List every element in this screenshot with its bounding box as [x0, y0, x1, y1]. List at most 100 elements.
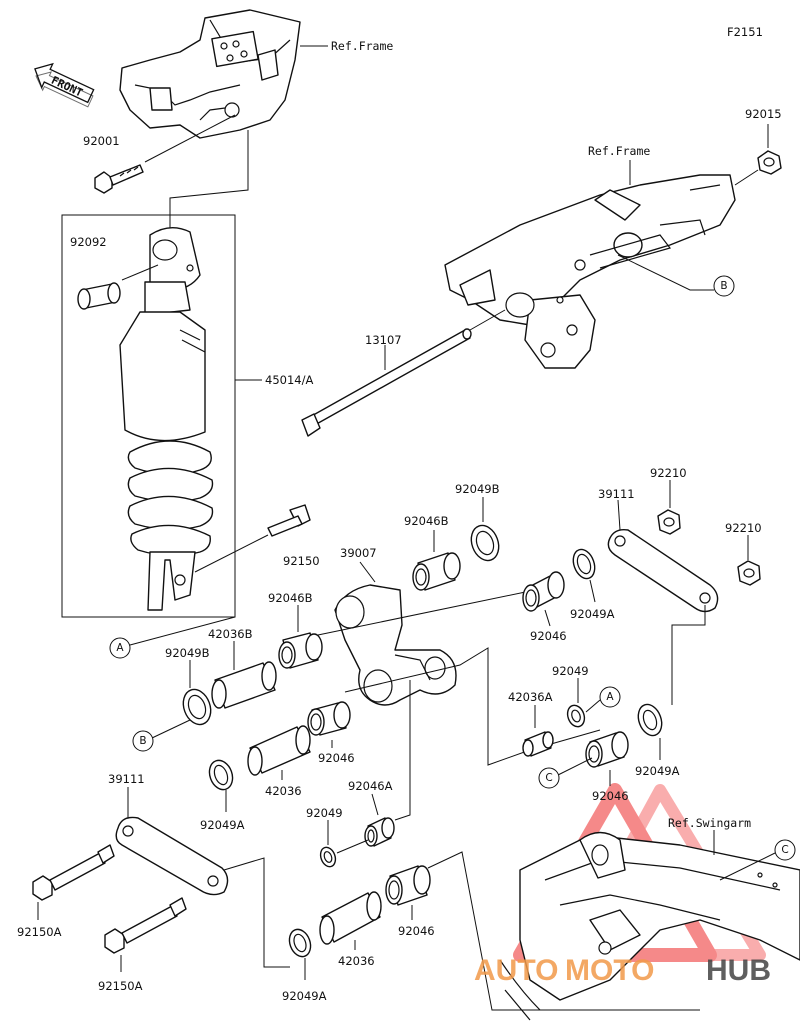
label-92046-mid: 92046: [318, 751, 355, 765]
seal-92049B-left: [182, 688, 212, 726]
label-92015: 92015: [745, 107, 782, 121]
swingarm: [499, 831, 800, 1021]
label-39111-right: 39111: [598, 487, 635, 501]
axis-rocker-upper: [317, 589, 536, 636]
ref-frame-top: Ref.Frame: [331, 39, 393, 53]
label-42036A: 42036A: [508, 690, 553, 704]
label-92049B-top: 92049B: [455, 482, 500, 496]
label-39111-left: 39111: [108, 772, 145, 786]
label-42036-bottom: 42036: [338, 954, 375, 968]
label-92092: 92092: [70, 235, 107, 249]
label-92150A-top: 92150A: [17, 925, 62, 939]
seal-92049A-right-top: [572, 548, 596, 580]
leader-callout-c-right: [719, 852, 776, 881]
watermark-moto: MOTO: [565, 954, 654, 987]
tie-rod-39111-left: [115, 816, 229, 896]
figure-code: F2151: [727, 25, 763, 39]
leader-92049-right: [577, 678, 601, 713]
leader-39111-left-lower: [223, 857, 290, 968]
bearing-92046-right: [522, 571, 565, 612]
bearing-92046A: [364, 817, 395, 847]
label-92150: 92150: [283, 554, 320, 568]
label-92046-bottom: 92046: [398, 924, 435, 938]
label-92049-right: 92049: [552, 664, 589, 678]
seal-92049A-right-lower: [637, 703, 663, 737]
watermark-auto: AUTO: [474, 954, 558, 987]
label-92046A: 92046A: [348, 779, 393, 793]
bolt-92150A-top: [32, 844, 115, 901]
collar-42036-mid: [247, 725, 311, 776]
leader-callout-b-right: [617, 254, 714, 291]
collar-42036A: [522, 731, 554, 757]
label-92150A-bottom: 92150A: [98, 979, 143, 993]
axis-rocker-mid: [394, 680, 411, 821]
callout-c-right: C: [781, 844, 788, 856]
frame-top: [119, 9, 301, 139]
bearing-92046-mid: [307, 701, 351, 736]
collar-42036-bottom: [319, 891, 382, 945]
bolt-92150A-bottom: [104, 897, 187, 954]
callout-a-mid: A: [606, 691, 614, 703]
seal-92049-right: [566, 704, 586, 728]
callout-b-left: B: [139, 735, 146, 747]
bolt-92001: [94, 164, 144, 194]
label-92049A-right-lower: 92049A: [635, 764, 680, 778]
shock-absorber-45014A: [119, 227, 214, 611]
watermark-text: AUTO MOTO HUB: [474, 954, 771, 987]
leader-bottom-to-swingarm: [427, 851, 700, 1011]
bolt-92150: [267, 504, 311, 537]
leader-92046A: [371, 793, 379, 816]
label-92049-left: 92049: [306, 806, 343, 820]
leader-callout-a-top: [129, 616, 236, 646]
rocker-arm-39007: [334, 584, 457, 706]
leader-39111-right-to-92049A: [671, 605, 706, 705]
leader-92001: [144, 114, 236, 163]
ref-swingarm: Ref.Swingarm: [668, 816, 751, 830]
label-92049A-bottom: 92049A: [282, 989, 327, 1003]
leader-92046-right: [544, 609, 551, 627]
tie-rod-39111-right: [607, 528, 719, 613]
label-92210-top: 92210: [650, 466, 687, 480]
watermark-hub: HUB: [706, 954, 771, 987]
leader-92092: [121, 264, 159, 281]
bearing-92046-right-lower: [585, 731, 629, 768]
leader-13107-frame: [469, 309, 506, 331]
callout-a-top: A: [116, 642, 124, 654]
frame-right: [444, 174, 736, 369]
seal-92049A-left: [208, 759, 234, 791]
leader-39007: [359, 561, 376, 583]
label-92049A-right-top: 92049A: [570, 607, 615, 621]
label-92046-right-lower: 92046: [592, 789, 629, 803]
leader-callout-c-mid: [557, 757, 593, 776]
front-arrow-icon: FRONT: [34, 62, 95, 108]
callout-c-mid: C: [545, 772, 552, 784]
label-92001: 92001: [83, 134, 120, 148]
leader-frame-to-shock: [169, 130, 249, 232]
label-92049B-left: 92049B: [165, 646, 210, 660]
label-42036B: 42036B: [208, 627, 253, 641]
label-13107: 13107: [365, 333, 402, 347]
seal-92049B-top: [470, 524, 500, 562]
label-92046B-left: 92046B: [268, 591, 313, 605]
leader-92049-left: [327, 820, 369, 854]
seal-92049A-bottom: [288, 928, 312, 958]
nut-92015: [757, 150, 782, 175]
label-92210-right: 92210: [725, 521, 762, 535]
label-45014A: 45014/A: [265, 373, 313, 387]
leader-92150: [194, 534, 269, 573]
nut-92210-top: [657, 509, 681, 535]
collar-42036B: [211, 661, 277, 709]
label-42036-mid: 42036: [265, 784, 302, 798]
nut-92210-right: [737, 560, 761, 586]
leader-callout-b-left: [151, 719, 191, 739]
shock-bracket-frame: [61, 214, 236, 618]
leader-39111-right: [617, 499, 621, 531]
bearing-92046B-left: [278, 632, 323, 669]
label-92049A-left: 92049A: [200, 818, 245, 832]
label-39007: 39007: [340, 546, 377, 560]
leader-92049A-right-top: [589, 579, 596, 603]
label-92046-right: 92046: [530, 629, 567, 643]
bearing-92046B-top: [412, 552, 461, 591]
leader-92015: [734, 124, 769, 186]
